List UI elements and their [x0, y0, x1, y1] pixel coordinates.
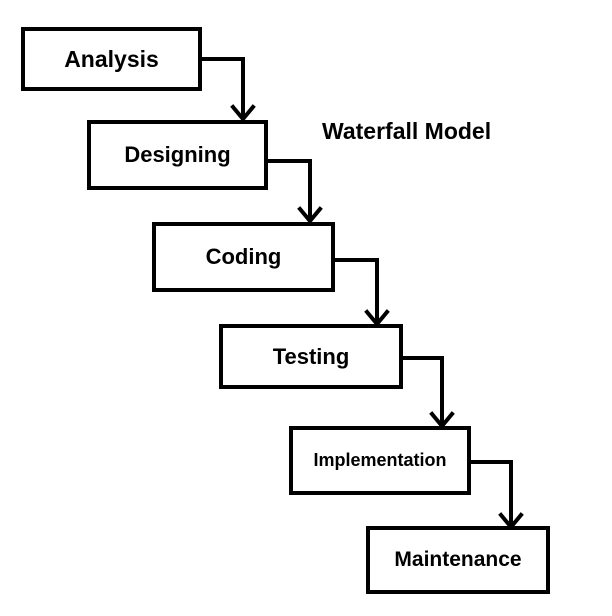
- step-label: Testing: [272, 343, 350, 369]
- step-label: Designing: [124, 142, 231, 167]
- step-analysis: Analysis: [21, 27, 202, 91]
- step-implementation: Implementation: [289, 426, 471, 495]
- step-label: Analysis: [64, 45, 159, 72]
- diagram-title: Waterfall Model: [322, 118, 492, 144]
- connector-designing-to-coding: [264, 159, 312, 219]
- step-label: Coding: [205, 244, 282, 269]
- connector-analysis-to-designing: [198, 57, 245, 117]
- arrowhead-icon: [230, 104, 256, 123]
- step-maintenance: Maintenance: [366, 526, 550, 594]
- connector-testing-to-implementation: [400, 356, 444, 424]
- step-label: Implementation: [313, 450, 447, 470]
- arrowhead-icon: [297, 206, 323, 225]
- connector-coding-to-testing: [331, 258, 379, 322]
- step-label: Maintenance: [394, 548, 522, 571]
- connector-implementation-to-maintenance: [467, 460, 513, 525]
- step-coding: Coding: [152, 222, 335, 292]
- step-testing: Testing: [219, 324, 403, 389]
- step-designing: Designing: [87, 120, 268, 190]
